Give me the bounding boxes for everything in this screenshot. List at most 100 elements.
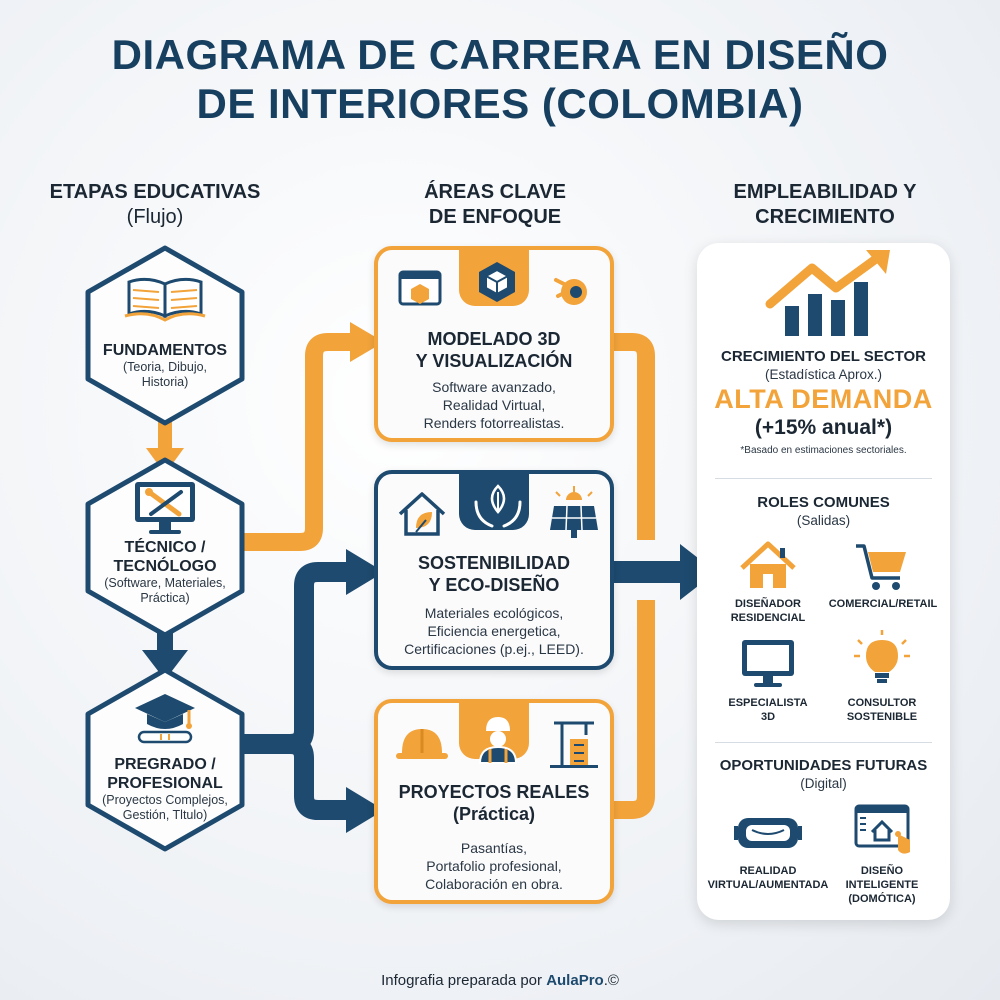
- connector-modelado-to-panel: [612, 333, 655, 540]
- shopping-cart-icon: [856, 544, 906, 590]
- education-column-heading: ETAPAS EDUCATIVAS (Flujo): [30, 180, 280, 230]
- arrowhead-to-pregrado: [142, 650, 188, 680]
- stage-fundamentos: FUNDAMENTOS (Teoria, Dibujo, Historia): [88, 341, 242, 390]
- stage-title: PROFESIONAL: [107, 775, 223, 792]
- 3d-window-icon: [398, 270, 442, 306]
- blender-logo-icon: [554, 278, 587, 305]
- focus-card-proyectos: PROYECTOS REALES (Práctica) Pasantías, P…: [374, 699, 614, 904]
- leaf-hands-icon: [474, 484, 522, 528]
- card-title: (Práctica): [452, 804, 536, 824]
- education-heading-title: ETAPAS EDUCATIVAS: [49, 181, 261, 203]
- hexagon-pregrado: [85, 667, 245, 852]
- monitor-icon: [742, 640, 794, 687]
- card-detail: Realidad Virtual,: [442, 397, 546, 413]
- panel-divider: [715, 478, 932, 479]
- future-diseno-inteligente: DISEÑO INTELIGENTE (DOMÓTICA): [826, 864, 938, 906]
- focus-card-modelado: MODELADO 3D Y VISUALIZACIÓN Software ava…: [374, 246, 614, 442]
- roles-subtitle: (Salidas): [796, 513, 851, 528]
- card-text: PROYECTOS REALES (Práctica) Pasantías, P…: [378, 781, 610, 893]
- employment-column-heading: EMPLEABILIDAD Y CRECIMIENTO: [700, 180, 950, 230]
- role-label: ESPECIALISTA: [728, 697, 808, 709]
- monitor-tools-icon: [135, 482, 195, 534]
- footer-brand: AulaPro: [546, 972, 604, 989]
- eco-house-icon: [398, 492, 446, 536]
- stage-title: TECNÓLOGO: [113, 558, 217, 575]
- footer-credit: Infografia preparada por AulaPro.©: [0, 972, 1000, 989]
- role-consultor-sostenible: CONSULTOR SOSTENIBLE: [822, 696, 942, 724]
- card-title: SOSTENIBILIDAD: [417, 553, 570, 573]
- roles-heading: ROLES COMUNES (Salidas): [697, 494, 950, 529]
- page-title-line-1: DIAGRAMA DE CARRERA EN DISEÑO: [111, 31, 889, 78]
- role-label: CONSULTOR: [847, 697, 917, 709]
- card-title: Y ECO-DISEÑO: [428, 575, 560, 595]
- stage-title: PREGRADO /: [114, 756, 216, 773]
- focus-column-heading: ÁREAS CLAVE DE ENFOQUE: [370, 180, 620, 230]
- worker-icon: [478, 717, 518, 764]
- card-icons: [398, 262, 587, 306]
- future-label: INTELIGENTE: [845, 879, 919, 891]
- arrowhead-to-proyectos: [346, 787, 384, 833]
- card-text: SOSTENIBILIDAD Y ECO-DISEÑO Materiales e…: [378, 552, 610, 658]
- future-heading: OPORTUNIDADES FUTURAS (Digital): [697, 757, 950, 792]
- role-label: 3D: [760, 711, 776, 723]
- role-comercial-retail: COMERCIAL/RETAIL: [818, 597, 948, 611]
- focus-heading-line-2: DE ENFOQUE: [428, 206, 562, 228]
- role-disenador-residencial: DISEÑADOR RESIDENCIAL: [708, 597, 828, 625]
- stage-detail: Historia): [141, 375, 189, 389]
- card-title: Y VISUALIZACIÓN: [415, 351, 573, 371]
- arrow-pregrado-to-proyectos: [289, 734, 350, 820]
- card-icons: [398, 484, 598, 538]
- open-book-icon: [124, 277, 206, 322]
- growth-section: CRECIMIENTO DEL SECTOR (Estadística Apro…: [697, 348, 950, 457]
- construction-crane-icon: [550, 721, 598, 768]
- stage-tecnico: TÉCNICO / TECNÓLOGO (Software, Materiale…: [84, 538, 246, 606]
- hard-hat-icon: [396, 729, 448, 759]
- growth-chart-icon: [765, 250, 890, 336]
- role-especialista-3d: ESPECIALISTA 3D: [708, 696, 828, 724]
- card-text: MODELADO 3D Y VISUALIZACIÓN Software ava…: [378, 328, 610, 432]
- stage-detail: (Teoria, Dibujo,: [122, 360, 208, 374]
- cube-icon: [479, 262, 515, 302]
- card-tab: [459, 470, 529, 530]
- card-icons: [396, 717, 598, 768]
- future-label: DISEÑO: [860, 865, 904, 877]
- card-detail: Renders fotorrealistas.: [423, 415, 565, 431]
- page-title-line-2: DE INTERIORES (COLOMBIA): [196, 80, 804, 127]
- page-title: DIAGRAMA DE CARRERA EN DISEÑO DE INTERIO…: [0, 30, 1000, 128]
- growth-subtitle: (Estadística Aprox.): [764, 367, 883, 382]
- card-detail: Certificaciones (p.ej., LEED).: [404, 641, 584, 657]
- card-detail: Software avanzado,: [432, 379, 556, 395]
- role-label: RESIDENCIAL: [730, 612, 806, 624]
- role-label: DISEÑADOR: [734, 598, 801, 610]
- arrowhead-to-modelado: [350, 322, 384, 362]
- card-detail: Eficiencia energetica,: [427, 623, 561, 639]
- future-subtitle: (Digital): [800, 776, 847, 791]
- role-label: COMERCIAL/RETAIL: [828, 598, 938, 610]
- arrow-tecnico-to-modelado: [242, 333, 352, 551]
- card-detail: Portafolio profesional,: [426, 858, 562, 874]
- house-icon: [740, 541, 796, 588]
- employment-heading-line-1: EMPLEABILIDAD Y: [733, 181, 917, 203]
- panel-divider: [715, 742, 932, 743]
- graduation-cap-icon: [135, 694, 195, 744]
- card-title: MODELADO 3D: [427, 329, 561, 349]
- growth-title: CRECIMIENTO DEL SECTOR: [720, 348, 927, 365]
- focus-heading-line-1: ÁREAS CLAVE: [424, 181, 566, 203]
- card-detail: Pasantías,: [460, 840, 528, 856]
- footer-prefix: Infografia preparada por: [381, 972, 547, 989]
- stage-title: TÉCNICO /: [124, 539, 206, 556]
- card-title: PROYECTOS REALES: [398, 782, 590, 802]
- education-heading-subtitle: (Flujo): [126, 206, 184, 228]
- arrowhead-to-sostenibilidad: [346, 549, 384, 595]
- hexagon-fundamentos: [85, 245, 245, 426]
- employment-heading-line-2: CRECIMIENTO: [755, 206, 895, 228]
- future-label: (DOMÓTICA): [848, 893, 916, 905]
- future-realidad-virtual: REALIDAD VIRTUAL/AUMENTADA: [700, 864, 836, 892]
- footer-suffix: .©: [603, 972, 619, 989]
- growth-note: *Basado en estimaciones sectoriales.: [740, 445, 907, 456]
- stage-detail: (Proyectos Complejos,: [102, 793, 228, 807]
- role-label: SOSTENIBLE: [846, 711, 918, 723]
